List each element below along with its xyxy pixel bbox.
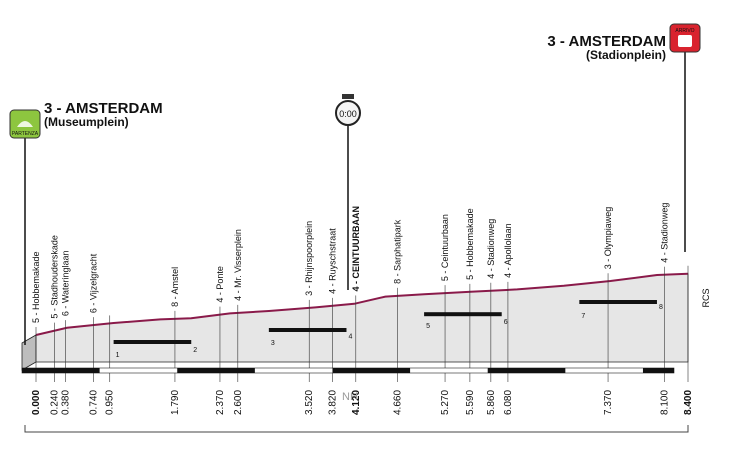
waypoint-street-label: 8 - Amstel	[170, 267, 180, 307]
elevation-profile-line	[35, 272, 689, 336]
waypoint-km-label: 0.740	[88, 390, 99, 415]
km-tick-label: 6	[504, 319, 508, 326]
waypoint-km-label: 7.370	[603, 390, 614, 415]
waypoint-street-label: 5 - Hobbemakade	[465, 208, 475, 280]
waypoint-km-label: 0.240	[50, 390, 61, 415]
face-ruler-segment	[113, 340, 192, 344]
waypoint-street-label: 4 - Stadionweg	[660, 203, 670, 263]
waypoint-km-label: 8.400	[683, 390, 694, 415]
finish-location-subtitle: (Stadionplein)	[586, 48, 666, 62]
waypoint-km-label: 3.520	[304, 390, 315, 415]
km-tick-label: 7	[581, 313, 585, 320]
waypoint-km-label: 5.270	[440, 390, 451, 415]
waypoint-km-label: 0.950	[105, 390, 116, 415]
km-tick-label: 8	[659, 304, 663, 311]
km-tick-label: 5	[426, 323, 430, 330]
finish-badge-label: ARRIVO	[675, 28, 694, 34]
waypoint-guide-lines	[35, 265, 689, 382]
km-ruler-segment	[332, 368, 411, 373]
waypoint-street-label: 4 - CEINTUURBAAN	[351, 206, 361, 292]
waypoint-km-label: 4.120	[351, 390, 362, 415]
waypoint-km-label: 5.860	[486, 390, 497, 415]
waypoint-km-label: 0.380	[60, 390, 71, 415]
face-ruler-segment	[268, 328, 347, 332]
profile-side-face	[21, 334, 37, 371]
waypoint-street-label: 4 - Stadionweg	[486, 219, 496, 279]
waypoint-km-label: 2.370	[215, 390, 226, 415]
finish-city-title: 3 - AMSTERDAM	[547, 33, 666, 50]
waypoint-street-label: 8 - Sarphatipark	[393, 219, 403, 284]
start-badge-label: PARTENZA	[12, 131, 39, 137]
waypoint-street-label: 4 - Ponte	[215, 266, 225, 303]
face-ruler-segment	[424, 312, 502, 317]
waypoint-street-label: 4 - Apollolaan	[503, 223, 513, 278]
waypoint-street-label: 5 - Hobbemakade	[31, 251, 41, 323]
waypoint-street-label: 5 - Ceintuurbaan	[440, 214, 450, 281]
waypoint-street-label: 4 - Ruyschstraat	[328, 228, 338, 294]
waypoint-km-label: 0.000	[31, 390, 42, 415]
start-location-subtitle: (Museumplein)	[44, 115, 129, 129]
waypoint-km-label: 1.790	[170, 390, 181, 415]
stopwatch-icon: 0:00	[335, 94, 361, 290]
waypoint-street-label: 4 - Mr. Visserplein	[233, 229, 243, 301]
waypoint-km-label: 2.600	[233, 390, 244, 415]
km-ruler-segment	[22, 368, 100, 373]
waypoint-km-label: 8.100	[660, 390, 671, 415]
waypoint-km-label: 6.080	[503, 390, 514, 415]
km-tick-label: 1	[116, 352, 120, 359]
km-ruler-segment	[177, 368, 255, 373]
profile-front-face	[35, 273, 689, 363]
km-tick-label: 3	[271, 340, 275, 347]
km-tick-label: 2	[193, 347, 197, 354]
waypoint-street-label: 3 - Olympiaweg	[603, 207, 613, 270]
start-city-title: 3 - AMSTERDAM	[44, 100, 163, 117]
start-flag-icon: PARTENZA	[9, 109, 41, 139]
checkpoint-time: 0:00	[339, 109, 357, 119]
waypoint-street-label: 3 - Rhijnspoorplein	[304, 221, 314, 296]
km-ruler	[21, 300, 675, 374]
waypoint-street-label: 5 - Stadhouderskade	[50, 235, 60, 319]
waypoint-km-label: 4.660	[393, 390, 404, 415]
brand-mark: RCS	[701, 288, 711, 307]
waypoint-km-label: 3.820	[328, 390, 339, 415]
km-tick-label: 4	[348, 334, 352, 341]
watermark: NH	[342, 391, 358, 403]
km-ruler-segment	[642, 368, 674, 373]
km-tick-labels: 1 2 3 4 5 6 7 8	[116, 304, 663, 359]
waypoint-street-label: 6 - Wateringlaan	[60, 250, 70, 316]
face-ruler-segment	[579, 300, 657, 304]
finish-banner-icon: ARRIVO	[669, 23, 701, 53]
waypoint-km-label: 5.590	[465, 390, 476, 415]
waypoint-street-label: 6 - Vijzelgracht	[88, 253, 98, 313]
distance-bracket	[24, 425, 689, 433]
km-ruler-segment	[487, 368, 566, 373]
